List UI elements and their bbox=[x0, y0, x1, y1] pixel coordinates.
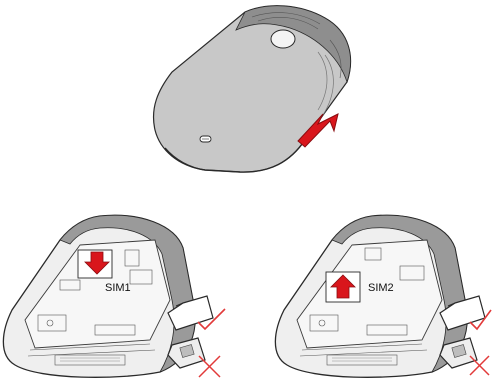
camera-hole-icon bbox=[271, 30, 295, 48]
sim1-label: SIM1 bbox=[105, 282, 131, 294]
sim1-panel: SIM1 bbox=[3, 215, 225, 377]
remove-cover-panel bbox=[154, 6, 351, 172]
cross-icon bbox=[199, 356, 220, 377]
sim2-panel: SIM2 bbox=[275, 215, 491, 377]
cross-icon bbox=[470, 356, 489, 375]
sim2-label: SIM2 bbox=[368, 282, 394, 294]
battery-compartment bbox=[297, 240, 442, 348]
